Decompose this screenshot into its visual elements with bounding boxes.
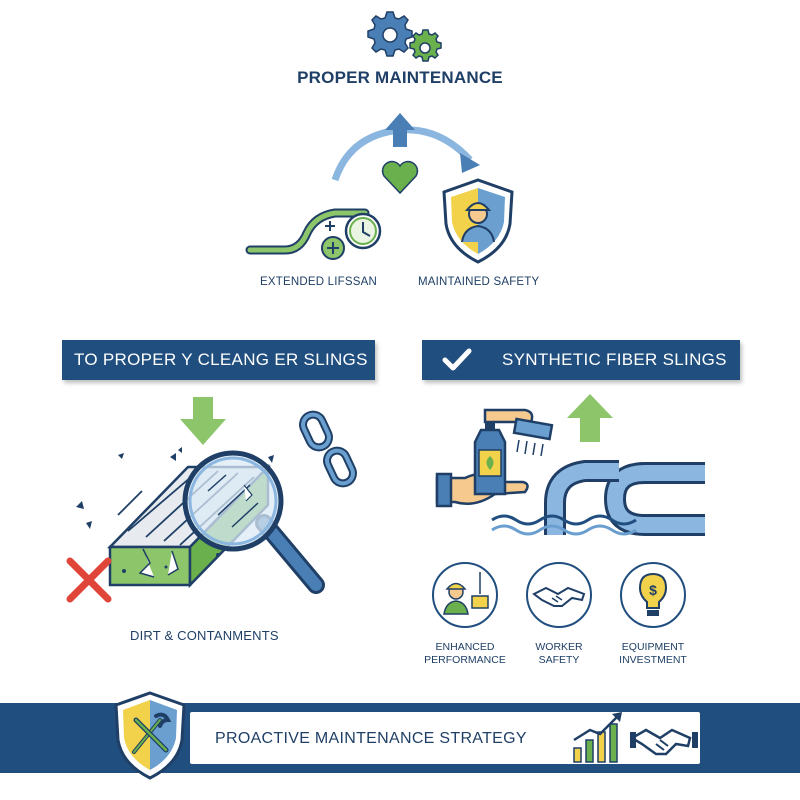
sling-loop-icon [544,460,705,536]
benefit-icon-safety [526,562,592,628]
safety-shield-worker-icon [442,178,514,264]
benefit-label-investment: EQUIPMENT INVESTMENT [619,641,687,666]
down-arrow-icon [180,397,226,445]
footer-label: PROACTIVE MAINTENANCE STRATEGY [215,730,527,747]
up-arrow-icon [567,394,613,442]
lightbulb-dollar-icon: $ [638,572,668,616]
page-title: PROPER MAINTENANCE [297,68,503,87]
benefit-icon-investment: $ [620,562,686,628]
svg-text:$: $ [649,582,657,598]
chain-link-icon [299,410,357,488]
outcome-label-safety: MAINTAINED SAFETY [418,276,540,288]
outcome-label-lifespan: EXTENDED LIFSSAN [260,276,377,288]
dirty-sling-icon [76,447,325,594]
benefit-icon-performance [432,562,498,628]
shield-tools-icon [114,691,186,780]
left-banner-label: TO PROPER Y CLEANG ER SLINGS [74,350,368,369]
footer-handshake-icon [629,728,698,756]
growth-chart-icon [573,712,622,763]
handshake-icon [532,586,586,607]
cycle-arrow-icon [331,113,480,182]
water-waves-icon [491,514,637,536]
benefit-label-safety: WORKER SAFETY [535,641,583,666]
right-banner: SYNTHETIC FIBER SLINGS [422,340,740,380]
left-banner: TO PROPER Y CLEANG ER SLINGS [62,340,375,380]
checkmark-icon [442,348,472,371]
cross-icon [66,557,112,603]
worker-crane-icon [443,572,489,615]
gears-icon [367,11,442,62]
right-banner-label: SYNTHETIC FIBER SLINGS [502,350,727,369]
heart-icon [381,160,419,195]
benefit-label-performance: ENHANCED PERFORMANCE [424,641,506,666]
cleaning-hand-icon [435,408,554,508]
left-caption: DIRT & CONTANMENTS [130,628,279,643]
lifespan-clock-icon [245,208,382,260]
